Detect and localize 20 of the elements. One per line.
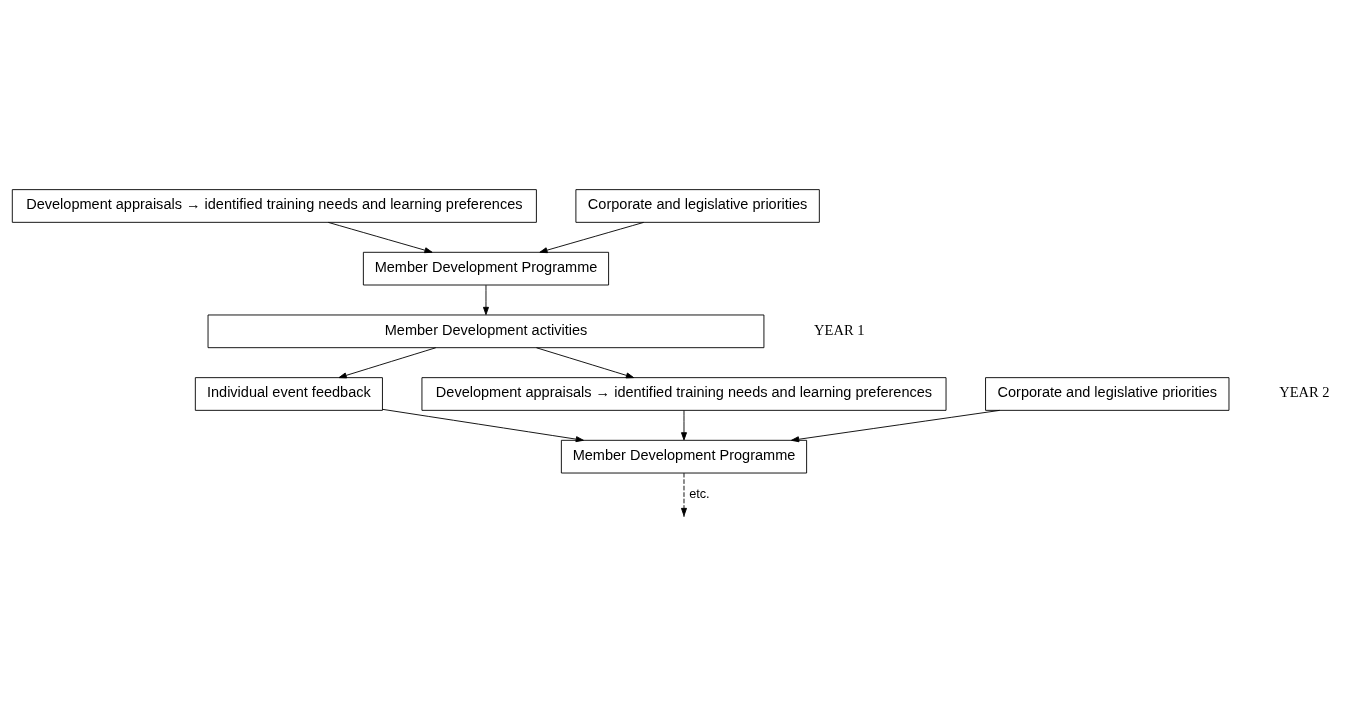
- node-box: Corporate and legislative priorities: [985, 377, 1230, 411]
- arrow: [681, 410, 687, 441]
- node-box: Member Development activities: [207, 314, 765, 349]
- node-box: Development appraisals → identified training needs and learning preferences: [11, 189, 537, 223]
- node-box: Member Development Programme: [362, 251, 610, 286]
- node-box: Development appraisals → identified training needs and learning preferences: [421, 377, 947, 411]
- edge-label: etc.: [689, 485, 710, 501]
- node-box: Individual event feedback: [194, 377, 383, 411]
- node-box: Corporate and legislative priorities: [575, 189, 820, 223]
- arrow: [382, 408, 584, 443]
- arrow: [483, 284, 489, 316]
- arrow: [791, 409, 1001, 443]
- label: YEAR 2: [1279, 384, 1330, 401]
- label: YEAR 1: [814, 321, 865, 338]
- arrow: [327, 221, 433, 254]
- node-box: Member Development Programme: [560, 439, 808, 474]
- arrow: [536, 347, 635, 379]
- arrow: [681, 472, 687, 517]
- arrow: [539, 221, 645, 254]
- arrow: [338, 347, 437, 379]
